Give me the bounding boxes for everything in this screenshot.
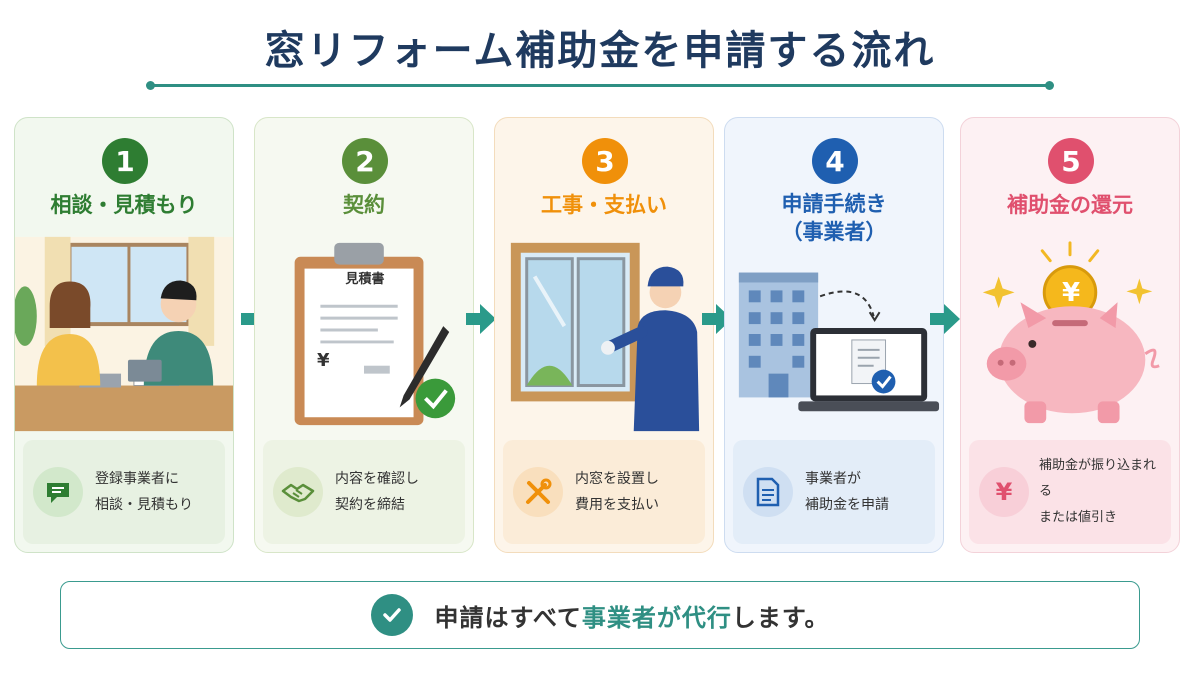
piggy-bank-illustration xyxy=(982,241,1160,424)
title-divider xyxy=(146,81,1054,90)
step-number-3: 3 xyxy=(582,138,628,184)
doc-yen: ¥ xyxy=(317,350,330,371)
banner-text-highlight: 事業者が代行 xyxy=(581,603,732,632)
step-title-5: 補助金の還元 xyxy=(1007,193,1133,217)
step-desc-4-line2: 補助金を申請 xyxy=(805,497,889,513)
step-number-2: 2 xyxy=(342,138,388,184)
handshake-icon xyxy=(273,467,323,517)
step-desc-3-line2: 費用を支払い xyxy=(575,497,659,513)
application-illustration xyxy=(738,272,940,412)
step-desc-1: 登録事業者に相談・見積もり xyxy=(23,440,225,544)
consultation-illustration xyxy=(15,236,233,432)
step-number-5: 5 xyxy=(1048,138,1094,184)
step-desc-3-line1: 内窓を設置し xyxy=(575,471,659,487)
arrow-right-icon xyxy=(466,304,496,334)
tools-icon xyxy=(513,467,563,517)
step-desc-5-line2: または値引き xyxy=(1039,510,1118,525)
step-number-4: 4 xyxy=(812,138,858,184)
step-desc-2-line1: 内容を確認し xyxy=(335,471,419,487)
banner-text-pre: 申請はすべて xyxy=(434,603,582,632)
step-title-3: 工事・支払い xyxy=(541,193,667,217)
step-title-4-line2: （事業者） xyxy=(781,220,887,244)
arrow-right-icon xyxy=(930,304,960,334)
step-title-2: 契約 xyxy=(343,193,385,217)
contract-illustration xyxy=(294,242,456,426)
step-card-1: 1 相談・見積もり 登録事業者に相談・見積もり xyxy=(14,117,234,553)
yen-icon-glyph: ¥ xyxy=(995,478,1013,506)
step-desc-1-line1: 登録事業者に xyxy=(95,471,179,487)
yen-icon: ¥ xyxy=(979,467,1029,517)
step-desc-2: 内容を確認し契約を締結 xyxy=(263,440,465,544)
page-title: 窓リフォーム補助金を申請する流れ xyxy=(264,28,936,74)
footer-banner: 申請はすべて事業者が代行します。 xyxy=(60,581,1140,649)
step-number-1: 1 xyxy=(102,138,148,184)
banner-text: 申請はすべて事業者が代行します。 xyxy=(435,598,830,633)
banner-text-post: します。 xyxy=(731,603,830,632)
step-card-3: 3 工事・支払い 内窓を設置し費用を支払い xyxy=(494,117,714,553)
step-card-4: 4 申請手続き （事業者） 事業者が補助金を申請 xyxy=(724,117,944,553)
step-title-4: 申請手続き （事業者） xyxy=(725,190,943,246)
installation-illustration xyxy=(510,242,700,432)
document-icon xyxy=(743,467,793,517)
step-desc-4-line1: 事業者が xyxy=(805,471,861,487)
step-desc-5-line1: 補助金が振り込まれる xyxy=(1039,458,1157,499)
step-desc-2-line2: 契約を締結 xyxy=(335,497,405,513)
step-card-5: 5 補助金の還元 ¥ ¥ 補助金が振り込まれるまたは値引き xyxy=(960,117,1180,553)
step-card-2: 2 契約 見積書 ¥ 内容を確認し契約を締結 xyxy=(254,117,474,553)
step-title-1: 相談・見積もり xyxy=(50,193,198,217)
arrow-right-icon xyxy=(702,304,732,334)
coin-yen: ¥ xyxy=(1061,278,1081,308)
step-desc-5: ¥ 補助金が振り込まれるまたは値引き xyxy=(969,440,1171,544)
chat-icon xyxy=(33,467,83,517)
step-desc-1-line2: 相談・見積もり xyxy=(95,497,193,513)
doc-label: 見積書 xyxy=(345,272,385,287)
step-desc-4: 事業者が補助金を申請 xyxy=(733,440,935,544)
step-desc-3: 内窓を設置し費用を支払い xyxy=(503,440,705,544)
check-icon xyxy=(370,594,413,636)
step-title-4-line1: 申請手続き xyxy=(781,192,887,216)
